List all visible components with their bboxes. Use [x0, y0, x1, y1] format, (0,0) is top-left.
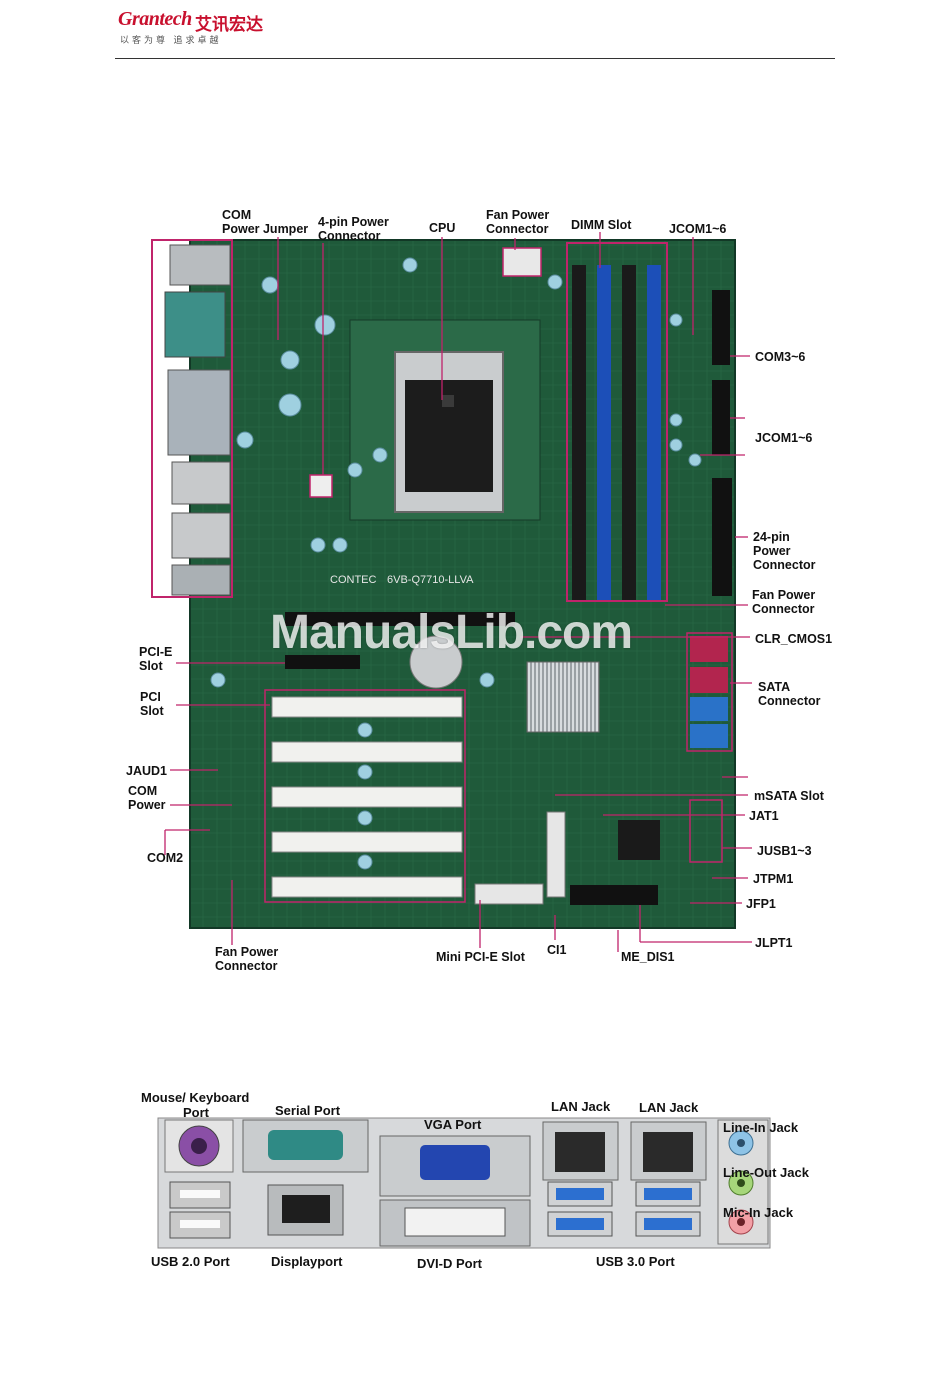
cmos-battery [409, 635, 463, 689]
label-jaud1: JAUD1 [126, 764, 167, 778]
chipset-heatsink [526, 661, 600, 733]
label-lan-jack-2: LAN Jack [639, 1100, 699, 1115]
rear-io-ports [164, 244, 231, 596]
label-line-in: Line-In Jack [723, 1120, 799, 1135]
board-brand-silk: CONTEC [330, 574, 377, 586]
mini-pcie-slot [474, 883, 544, 905]
lpt-header [570, 885, 658, 905]
brand-logo-chinese: 艾讯宏达 [195, 15, 263, 34]
label-jat1: JAT1 [749, 809, 779, 823]
label-jfp1: JFP1 [746, 897, 776, 911]
fan-connector-top [502, 247, 542, 277]
rear-io-photo [157, 1117, 771, 1249]
label-dimm-slot: DIMM Slot [571, 218, 632, 232]
sata-highlight [686, 632, 733, 752]
label-usb20: USB 2.0 Port [151, 1254, 230, 1269]
watermark-text: ManualsLib.com [270, 606, 633, 659]
label-lan-jack-1: LAN Jack [551, 1099, 611, 1114]
label-jcom-top: JCOM1~6 [669, 222, 727, 236]
label-jcom-mid: JCOM1~6 [755, 431, 813, 445]
label-jusb1-3: JUSB1~3 [757, 844, 812, 858]
pcie-x16-slot [285, 612, 515, 626]
cpu-socket [349, 319, 541, 521]
label-line-out: Line-Out Jack [723, 1165, 809, 1180]
board-model-silk: 6VB-Q7710-LLVA [387, 574, 474, 586]
rear-io-highlight [151, 239, 233, 598]
label-usb30: USB 3.0 Port [596, 1254, 675, 1269]
label-displayport: Displayport [271, 1254, 343, 1269]
leader-lines [164, 232, 752, 952]
dimm-highlight [566, 242, 668, 602]
label-com3-6: COM3~6 [755, 350, 806, 364]
io-chip [618, 820, 660, 860]
label-vga-port: VGA Port [424, 1117, 482, 1132]
label-msata-slot: mSATA Slot [754, 789, 824, 803]
label-mic-in: Mic-In Jack [723, 1205, 794, 1220]
header-divider [115, 58, 835, 59]
pcie-x4-slot [285, 655, 360, 669]
pci-slots [271, 696, 463, 898]
dimm-slots [572, 265, 661, 600]
four-pin-power-block [309, 474, 333, 498]
sata-ports [690, 636, 728, 748]
brand-slogan: 以客为尊 追求卓越 [120, 35, 222, 45]
capacitors [210, 257, 702, 870]
right-headers [712, 290, 732, 596]
label-cpu: CPU [429, 221, 456, 235]
brand-logo: Grantech [118, 8, 192, 30]
msata-slot [546, 811, 566, 898]
label-jlpt1: JLPT1 [755, 936, 793, 950]
label-serial-port: Serial Port [275, 1103, 341, 1118]
pci-highlight [264, 689, 466, 903]
label-clr-cmos1: CLR_CMOS1 [755, 632, 833, 646]
label-com2: COM2 [147, 851, 184, 865]
jusb-highlight [689, 799, 723, 863]
label-me-dis1: ME_DIS1 [621, 950, 675, 964]
label-dvid: DVI-D Port [417, 1256, 482, 1271]
label-mini-pcie-slot: Mini PCI-E Slot [436, 950, 525, 964]
label-jtpm1: JTPM1 [753, 872, 794, 886]
label-ci1: CI1 [547, 943, 567, 957]
